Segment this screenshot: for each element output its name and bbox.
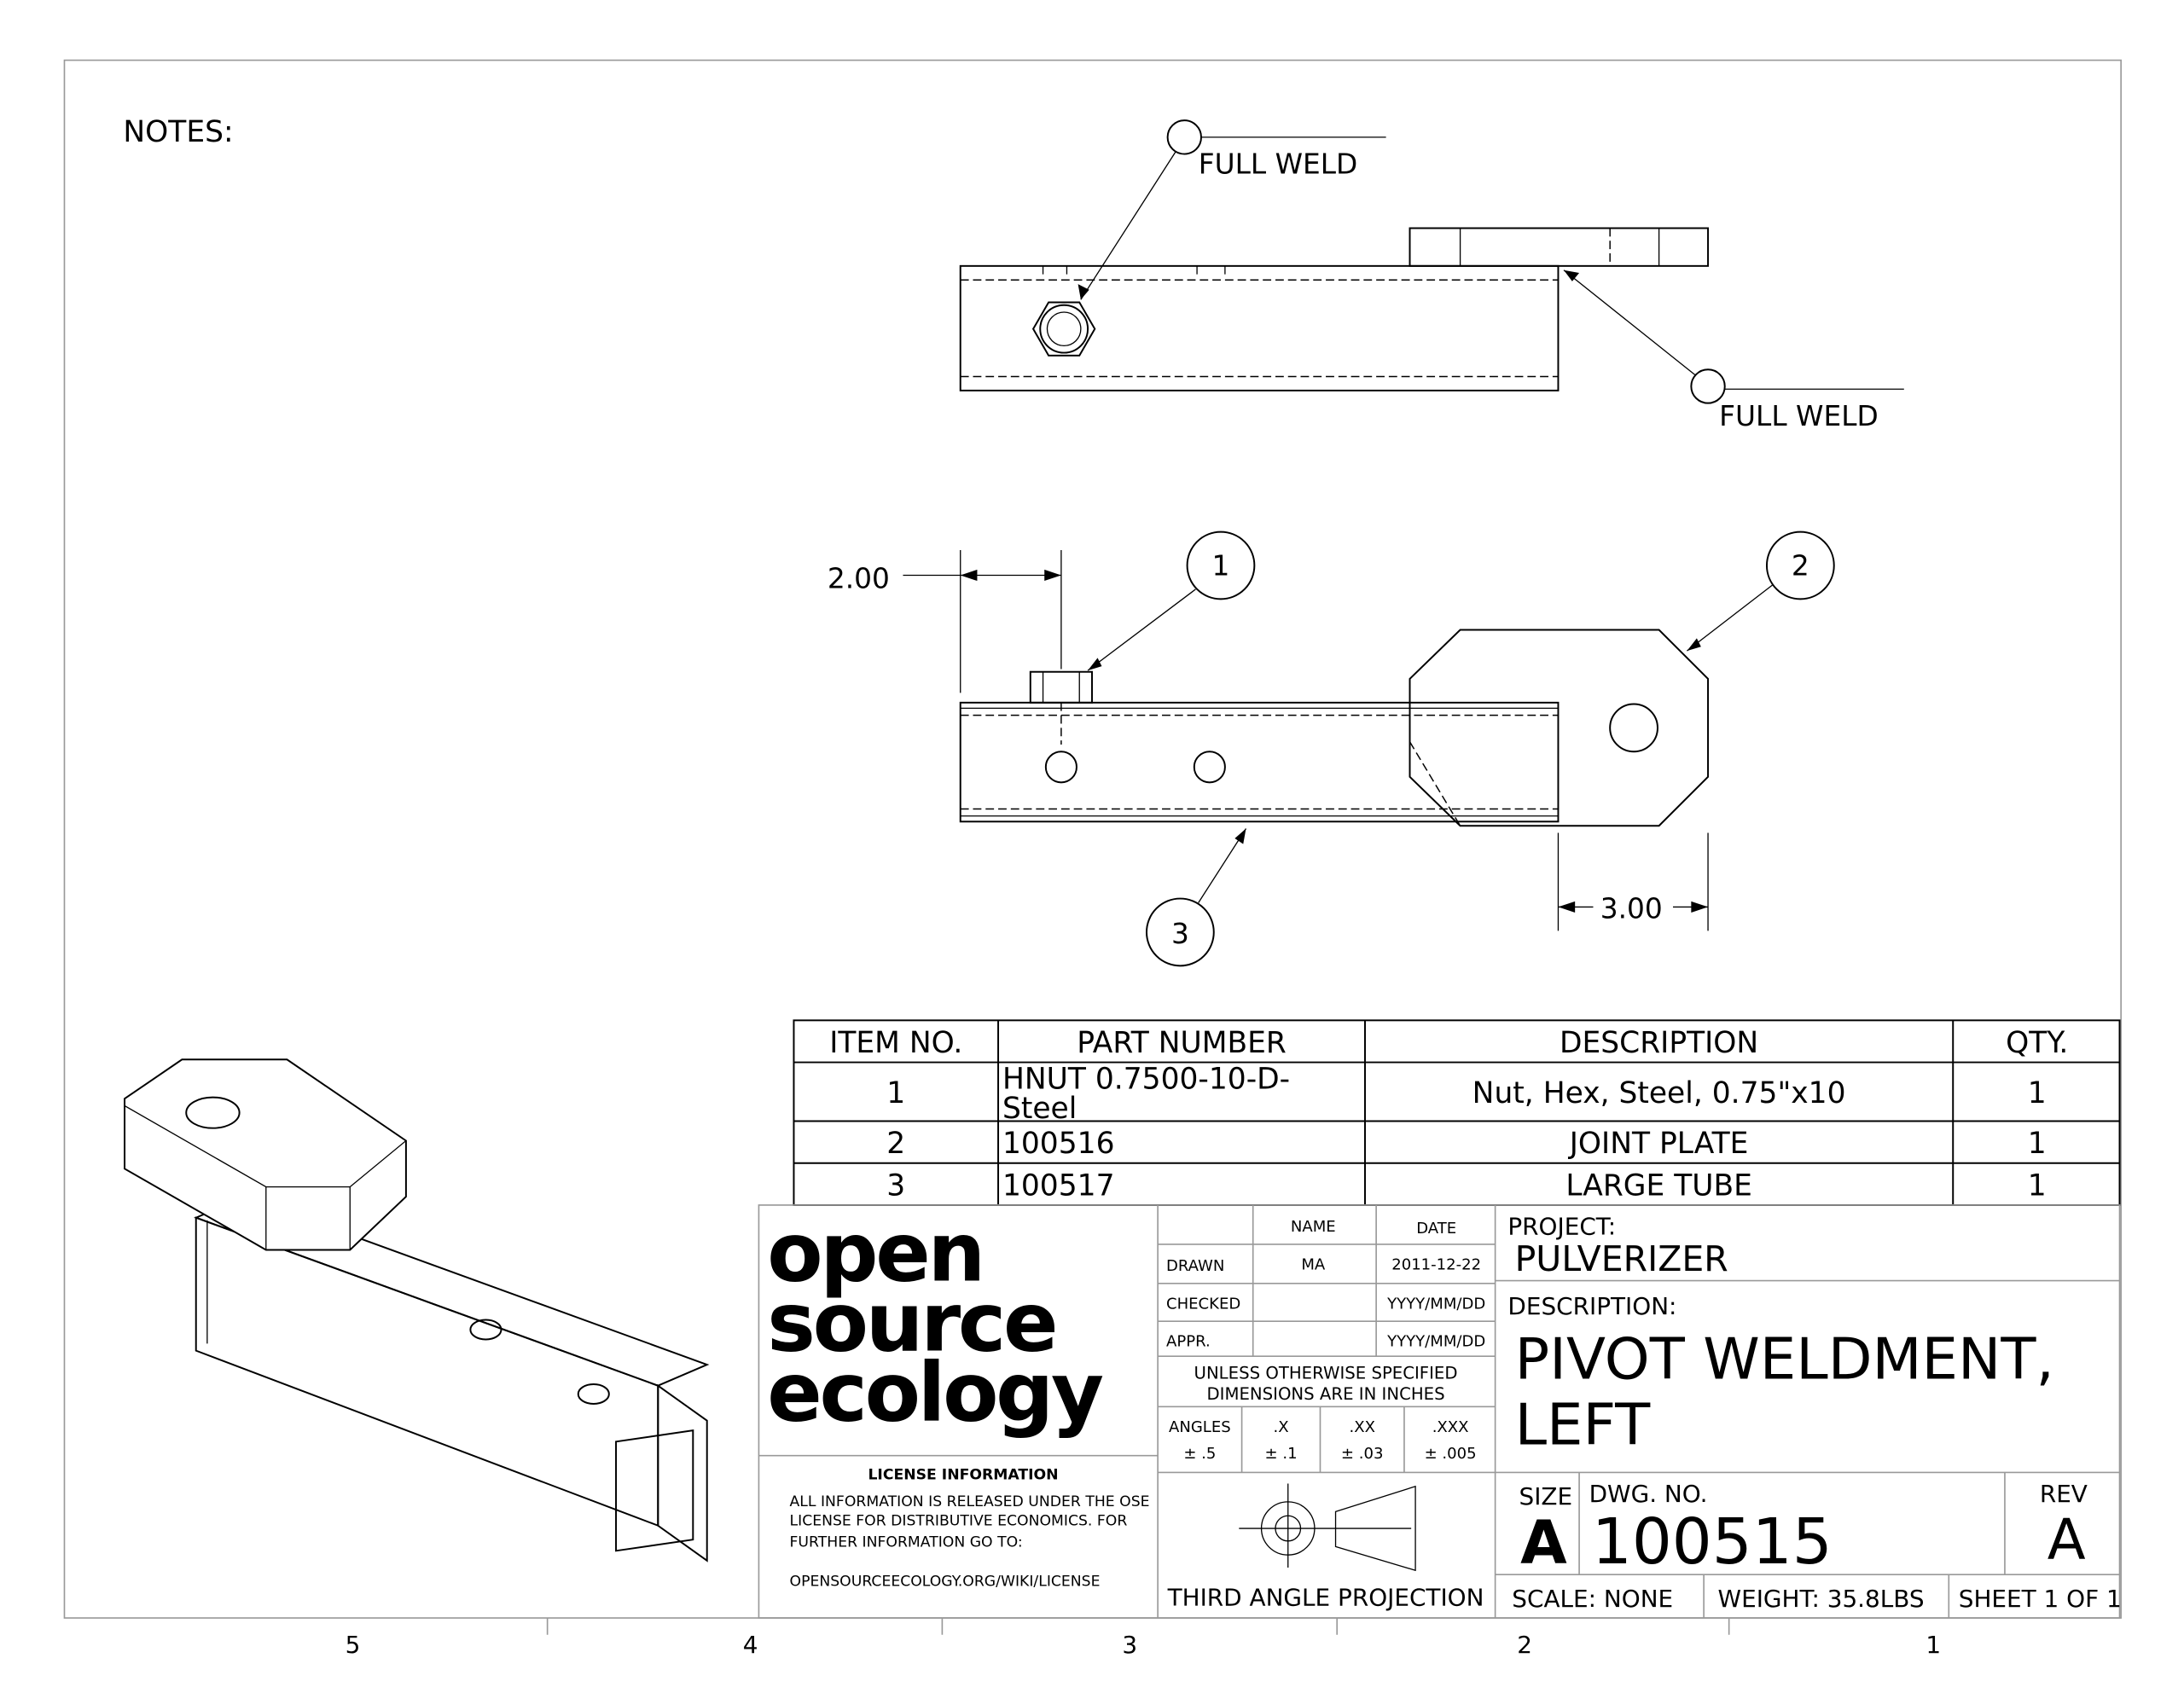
bom-part: 100517	[1002, 1168, 1115, 1203]
balloon-number: 3	[1171, 918, 1189, 950]
bom-qty: 1	[2028, 1127, 2047, 1161]
isometric-view	[124, 1058, 710, 1562]
bom-header-part: PART NUMBER	[1077, 1026, 1287, 1060]
rev-value: A	[2048, 1508, 2086, 1573]
notes-label: NOTES:	[123, 115, 233, 149]
project-name: PULVERIZER	[1515, 1238, 1728, 1279]
ose-logo: open source ecology	[767, 1207, 1106, 1441]
dimension-2-00: 2.00	[828, 549, 1062, 693]
bom-description: Nut, Hex, Steel, 0.75"x10	[1472, 1076, 1846, 1110]
appr-label: APPR.	[1166, 1333, 1211, 1351]
weld-callout-top: FULL WELD	[1077, 119, 1386, 300]
license-text: FURTHER INFORMATION GO TO:	[790, 1533, 1023, 1551]
units-note: UNLESS OTHERWISE SPECIFIED	[1194, 1363, 1458, 1383]
description-label: DESCRIPTION:	[1507, 1292, 1676, 1320]
balloon-number: 2	[1792, 549, 1809, 582]
bom-part: Steel	[1002, 1092, 1077, 1126]
front-view: 2.00 3.00 1 2 3	[828, 530, 1835, 967]
dwg-no-label: DWG. NO.	[1589, 1480, 1708, 1508]
weld-label-right: FULL WELD	[1719, 400, 1879, 432]
scale: SCALE: NONE	[1512, 1585, 1673, 1613]
top-view: FULL WELD FULL WELD	[959, 119, 1904, 432]
balloon-3: 3	[1146, 828, 1247, 967]
third-angle-projection-symbol	[1239, 1483, 1416, 1572]
tolerance-value: ± .5	[1183, 1445, 1216, 1463]
bom-part: 100516	[1002, 1127, 1115, 1161]
logo-open: open	[767, 1207, 983, 1301]
bom-item: 2	[886, 1127, 905, 1161]
dimension-value: 3.00	[1600, 893, 1663, 925]
drawn-name: MA	[1301, 1255, 1326, 1273]
zone-1: 1	[1926, 1631, 1941, 1659]
dwg-no-value: 100515	[1592, 1505, 1833, 1579]
tolerance-label: ANGLES	[1169, 1418, 1231, 1436]
balloon-1: 1	[1087, 530, 1256, 671]
description-line2: LEFT	[1515, 1392, 1651, 1458]
tolerance-value: ± .1	[1264, 1445, 1297, 1463]
zone-2: 2	[1517, 1631, 1532, 1659]
license-text: ALL INFORMATION IS RELEASED UNDER THE OS…	[790, 1493, 1150, 1510]
zone-4: 4	[743, 1631, 758, 1659]
bom-qty: 1	[2028, 1168, 2047, 1203]
tolerance-label: .X	[1273, 1418, 1288, 1436]
bom-description: JOINT PLATE	[1568, 1127, 1749, 1161]
bill-of-materials: ITEM NO. PART NUMBER DESCRIPTION QTY. 1 …	[793, 1019, 2121, 1206]
projection-label: THIRD ANGLE PROJECTION	[1167, 1583, 1484, 1611]
drawn-label: DRAWN	[1166, 1257, 1224, 1275]
dimension-value: 2.00	[828, 562, 890, 594]
checked-label: CHECKED	[1166, 1295, 1240, 1313]
hex-nut-top	[1031, 301, 1096, 357]
tolerance-value: ± .03	[1341, 1445, 1384, 1463]
weight: WEIGHT: 35.8LBS	[1718, 1585, 1925, 1613]
bom-item: 1	[886, 1076, 905, 1110]
license-text: LICENSE FOR DISTRIBUTIVE ECONOMICS. FOR	[790, 1513, 1128, 1530]
date-header: DATE	[1416, 1220, 1456, 1238]
bom-item: 3	[886, 1168, 905, 1203]
zone-3: 3	[1122, 1631, 1137, 1659]
size-label: SIZE	[1519, 1482, 1573, 1510]
license-url: OPENSOURCEECOLOGY.ORG/WIKI/LICENSE	[790, 1573, 1101, 1590]
bom-header-description: DESCRIPTION	[1560, 1026, 1758, 1060]
project-label: PROJECT:	[1507, 1212, 1616, 1240]
zone-5: 5	[346, 1631, 361, 1659]
joint-plate	[1409, 629, 1710, 827]
balloon-number: 1	[1212, 549, 1230, 582]
weld-callout-right: FULL WELD	[1563, 270, 1904, 432]
bom-header-item: ITEM NO.	[829, 1026, 962, 1060]
units-note: DIMENSIONS ARE IN INCHES	[1207, 1384, 1445, 1404]
bom-description: LARGE TUBE	[1565, 1168, 1752, 1203]
dimension-3-00: 3.00	[1557, 832, 1709, 931]
title-block: open source ecology LICENSE INFORMATION …	[758, 1204, 2122, 1619]
bom-header-qty: QTY.	[2006, 1026, 2068, 1060]
description-line1: PIVOT WELDMENT,	[1515, 1325, 2054, 1392]
logo-ecology: ecology	[767, 1347, 1103, 1441]
bom-part: HNUT 0.7500-10-D-	[1002, 1063, 1290, 1097]
checked-date: YYYY/MM/DD	[1386, 1295, 1485, 1313]
tolerance-label: .XXX	[1432, 1418, 1469, 1436]
name-header: NAME	[1291, 1218, 1336, 1236]
logo-source: source	[767, 1277, 1055, 1371]
zone-markers: 5 4 3 2 1	[346, 1618, 1941, 1659]
balloon-2: 2	[1687, 530, 1835, 652]
weld-label-top: FULL WELD	[1199, 148, 1358, 181]
tolerance-label: .XX	[1349, 1418, 1374, 1436]
appr-date: YYYY/MM/DD	[1386, 1333, 1485, 1351]
license-info: LICENSE INFORMATION ALL INFORMATION IS R…	[790, 1467, 1150, 1591]
bom-qty: 1	[2028, 1076, 2047, 1110]
license-title: LICENSE INFORMATION	[868, 1467, 1058, 1484]
rev-label: REV	[2040, 1480, 2088, 1508]
drawn-date: 2011-12-22	[1391, 1255, 1481, 1273]
tolerance-value: ± .005	[1425, 1445, 1477, 1463]
size-value: A	[1520, 1508, 1567, 1578]
sheet: SHEET 1 OF 1	[1959, 1585, 2122, 1613]
